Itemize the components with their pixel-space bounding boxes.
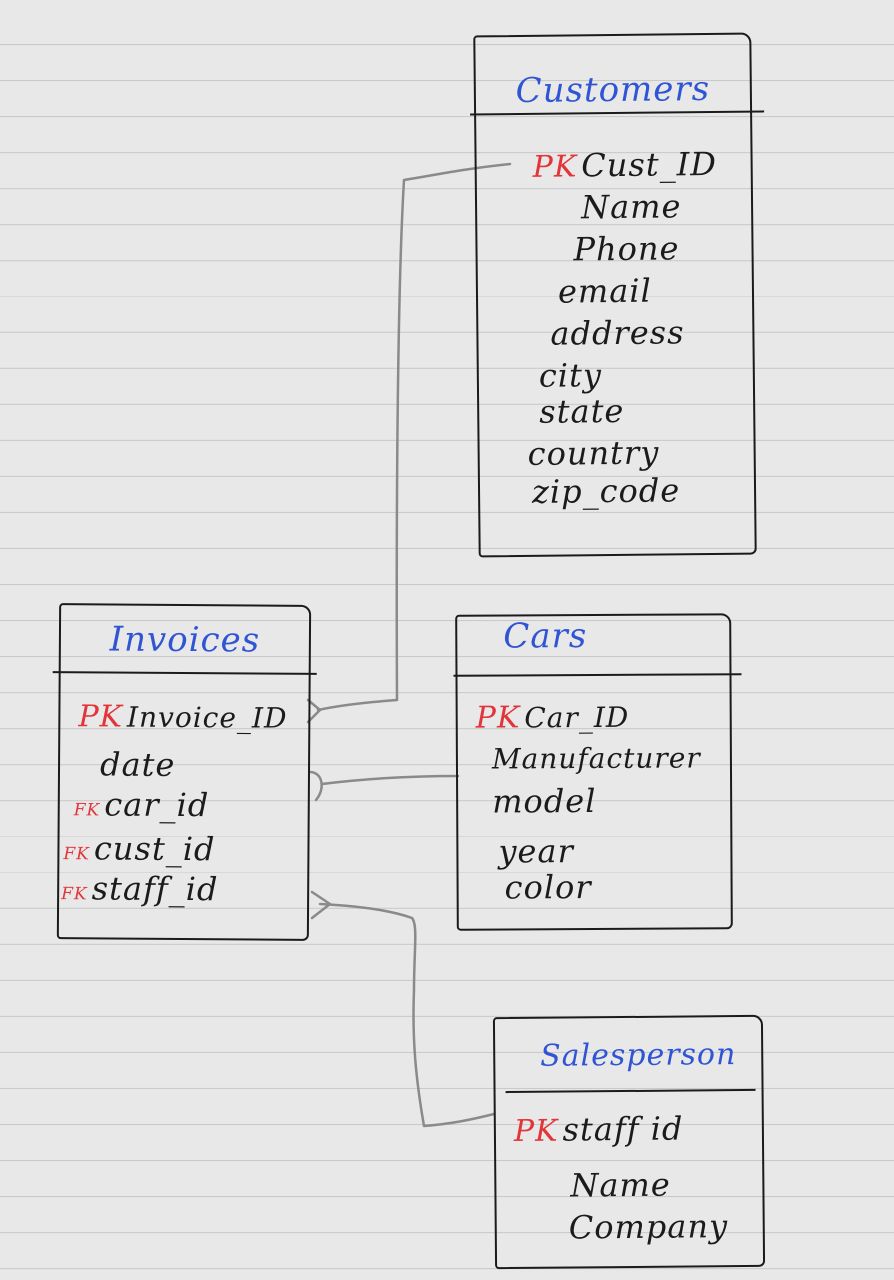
- salesperson-field-company: Company: [568, 1207, 729, 1247]
- customers-field-zip-code: zip_code: [531, 471, 681, 511]
- connector-customers-invoices-crowfoot: [306, 698, 322, 724]
- customers-field-cust-id-text: Cust_ID: [581, 144, 718, 185]
- invoices-field-staff-id-text: staff_id: [91, 869, 219, 909]
- invoices-fk-label-staff: FK: [61, 884, 88, 905]
- customers-field-state: state: [539, 391, 625, 431]
- salesperson-field-name: Name: [570, 1165, 671, 1205]
- salesperson-title: Salesperson: [539, 1037, 737, 1074]
- connector-cars-invoices-crowfoot: [308, 770, 323, 802]
- customers-field-address: address: [550, 313, 685, 353]
- invoices-field-invoice-id-text: Invoice_ID: [126, 700, 288, 735]
- invoices-field-car-id-text: car_id: [104, 785, 210, 825]
- connector-cars-invoices: [320, 774, 460, 786]
- invoices-pk-label: PK: [78, 699, 124, 735]
- connector-salesperson-invoices: [318, 902, 496, 1128]
- invoices-fk-label-car: FK: [73, 800, 101, 821]
- cars-pk-label: PK: [475, 700, 521, 736]
- invoices-fk-label-cust: FK: [63, 844, 90, 865]
- customers-header-divider: [470, 110, 765, 116]
- invoices-header-divider: [52, 671, 317, 675]
- salesperson-pk-label: PK: [513, 1113, 559, 1150]
- cars-field-color: color: [504, 868, 592, 907]
- cars-title: Cars: [503, 616, 588, 657]
- cars-field-manufacturer: Manufacturer: [491, 741, 701, 776]
- customers-field-city: city: [538, 356, 603, 395]
- salesperson-field-staff-id-text: staff id: [562, 1109, 684, 1149]
- customers-title: Customers: [515, 68, 711, 112]
- salesperson-header-divider: [505, 1088, 756, 1094]
- connector-salesperson-invoices-crowfoot: [310, 890, 332, 920]
- customers-field-country: country: [527, 433, 660, 473]
- invoices-field-cust-id-text: cust_id: [93, 829, 216, 869]
- customers-field-phone: Phone: [573, 229, 680, 269]
- cars-header-divider: [453, 673, 742, 677]
- connector-customers-invoices: [316, 162, 512, 712]
- invoices-title: Invoices: [109, 619, 261, 661]
- customers-field-name: Name: [580, 187, 682, 227]
- customers-field-email: email: [557, 271, 652, 311]
- invoices-field-date: date: [99, 745, 176, 784]
- cars-field-year: year: [498, 832, 574, 871]
- cars-field-model: model: [492, 781, 597, 821]
- customers-pk-label: PK: [532, 149, 578, 185]
- cars-field-car-id-text: Car_ID: [524, 700, 630, 735]
